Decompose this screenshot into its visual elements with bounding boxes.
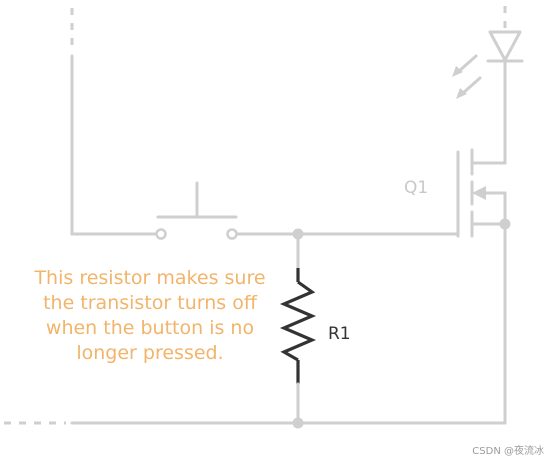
annotation-text: This resistor makes sure the transistor … xyxy=(14,266,286,366)
transistor-label: Q1 xyxy=(404,178,428,198)
watermark: CSDN @夜流冰 xyxy=(472,446,544,457)
junction-node-bottom xyxy=(292,417,304,429)
resistor-zigzag xyxy=(279,280,317,362)
annotation-line-2: the transistor turns off xyxy=(43,292,257,314)
push-button xyxy=(155,181,238,240)
led xyxy=(452,6,524,99)
junction-node-source xyxy=(499,218,511,230)
resistor-r1 xyxy=(279,232,317,425)
resistor-label: R1 xyxy=(328,324,351,344)
button-terminal-right xyxy=(226,228,238,240)
annotation-line-3: when the button is no xyxy=(45,317,255,339)
button-terminal-left xyxy=(155,228,167,240)
led-light-arrows-icon xyxy=(452,54,482,99)
transistor-q1 xyxy=(456,148,507,238)
junction-node-middle xyxy=(292,228,304,240)
annotation-line-1: This resistor makes sure xyxy=(34,267,266,289)
body-arrow-icon xyxy=(472,186,486,200)
led-diode-icon xyxy=(488,30,522,62)
annotation-line-4: longer pressed. xyxy=(76,342,224,364)
